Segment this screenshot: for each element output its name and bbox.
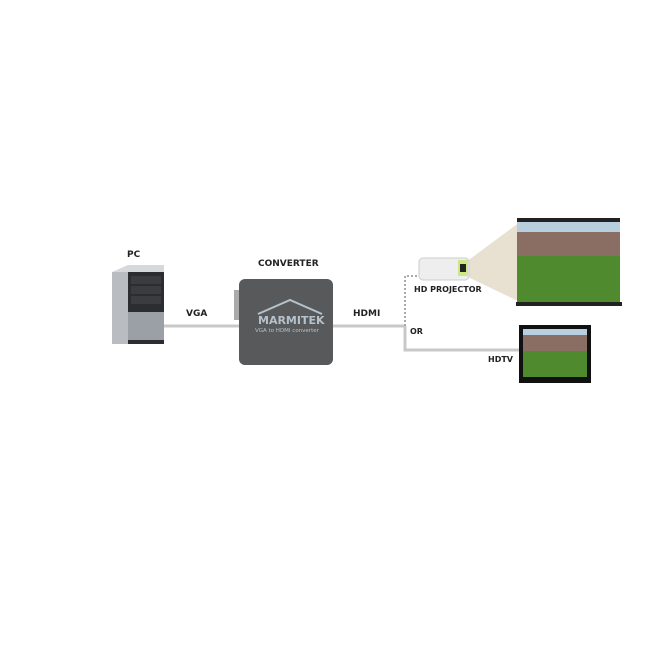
projector-beam xyxy=(466,222,520,302)
projector-cable xyxy=(404,275,420,326)
pc-tower xyxy=(112,265,164,344)
converter-label: CONVERTER xyxy=(258,259,319,269)
vga-label: VGA xyxy=(186,309,208,319)
hdtv-cable xyxy=(403,326,520,352)
converter-subtitle: VGA to HDMI converter xyxy=(255,328,319,334)
hdtv-label: HDTV xyxy=(488,355,513,364)
projector xyxy=(418,257,470,281)
pc-label: PC xyxy=(127,250,141,260)
converter-box xyxy=(234,279,333,365)
cables xyxy=(160,275,520,352)
projector-label: HD PROJECTOR xyxy=(414,285,482,294)
converter-brand: MARMITEK xyxy=(258,314,325,327)
hdmi-label: HDMI xyxy=(353,309,381,319)
hdtv-screen xyxy=(519,325,591,383)
projector-screen xyxy=(516,218,622,306)
or-label: OR xyxy=(410,327,423,336)
